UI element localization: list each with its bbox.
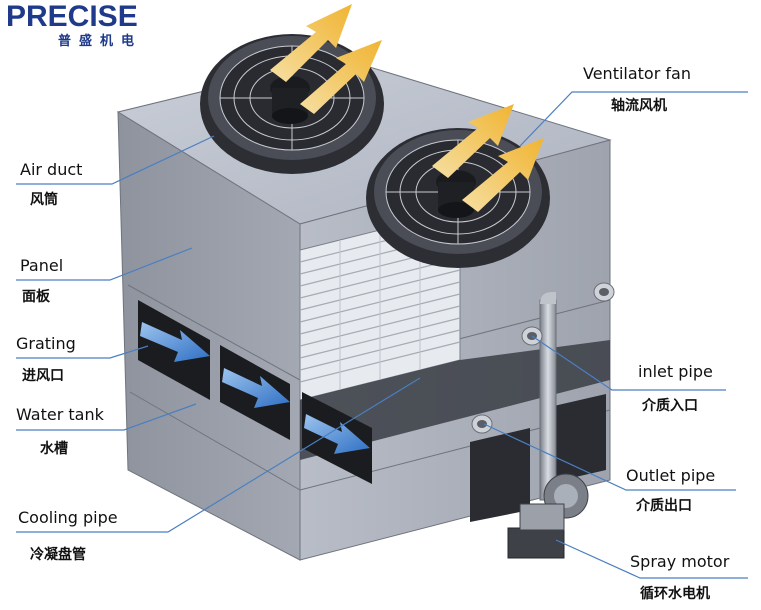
label-water-tank-en: Water tank <box>16 405 104 424</box>
exhaust-arrows <box>270 4 544 212</box>
label-cooling-pipe-en: Cooling pipe <box>18 508 118 527</box>
lower-band <box>300 340 610 460</box>
leader-lines <box>16 91 748 579</box>
label-grating-en: Grating <box>16 334 76 353</box>
label-inlet-pipe-en: inlet pipe <box>638 362 713 381</box>
label-water-tank-cn: 水槽 <box>40 441 68 457</box>
label-panel-cn: 面板 <box>22 289 50 305</box>
exhaust-arrow-3 <box>432 104 514 178</box>
label-cooling-pipe-cn: 冷凝盘管 <box>30 547 86 563</box>
leader-air-duct <box>16 135 215 185</box>
leader-cooling-pipe <box>16 377 421 533</box>
fan-right <box>366 128 550 268</box>
brand-logo: PRECISE <box>6 0 138 33</box>
brand-subtitle: 普盛机电 <box>58 34 143 49</box>
spray-pump <box>507 473 589 559</box>
label-ventilator-fan-en: Ventilator fan <box>583 64 691 83</box>
exhaust-arrow-2 <box>300 40 382 114</box>
intake-arrow-1 <box>140 322 210 362</box>
intake-arrow-3 <box>304 414 370 454</box>
leader-grating <box>16 345 149 359</box>
exhaust-arrow-4 <box>462 138 544 212</box>
label-air-duct-cn: 风筒 <box>30 192 58 208</box>
leader-panel <box>16 247 193 281</box>
label-inlet-pipe-cn: 介质入口 <box>642 398 698 414</box>
leader-outlet-pipe <box>483 423 736 491</box>
label-panel-en: Panel <box>20 256 64 275</box>
label-grating-cn: 进风口 <box>22 368 64 384</box>
leader-spray-motor <box>555 539 748 579</box>
intake-arrows <box>140 322 370 454</box>
exhaust-arrow-1 <box>270 4 352 82</box>
label-ventilator-fan-cn: 轴流风机 <box>611 98 667 114</box>
label-air-duct-en: Air duct <box>20 160 83 179</box>
label-spray-motor-en: Spray motor <box>630 552 730 571</box>
side-gratings <box>470 394 606 522</box>
leader-water-tank <box>16 403 197 431</box>
intake-arrow-2 <box>222 368 290 408</box>
leader-inlet-pipe <box>531 335 726 391</box>
label-spray-motor-cn: 循环水电机 <box>640 586 710 602</box>
label-outlet-pipe-cn: 介质出口 <box>636 498 692 514</box>
leader-ventilator-fan <box>519 91 748 147</box>
fan-left <box>200 34 384 174</box>
riser-pipe <box>539 299 557 501</box>
label-outlet-pipe-en: Outlet pipe <box>626 466 716 485</box>
